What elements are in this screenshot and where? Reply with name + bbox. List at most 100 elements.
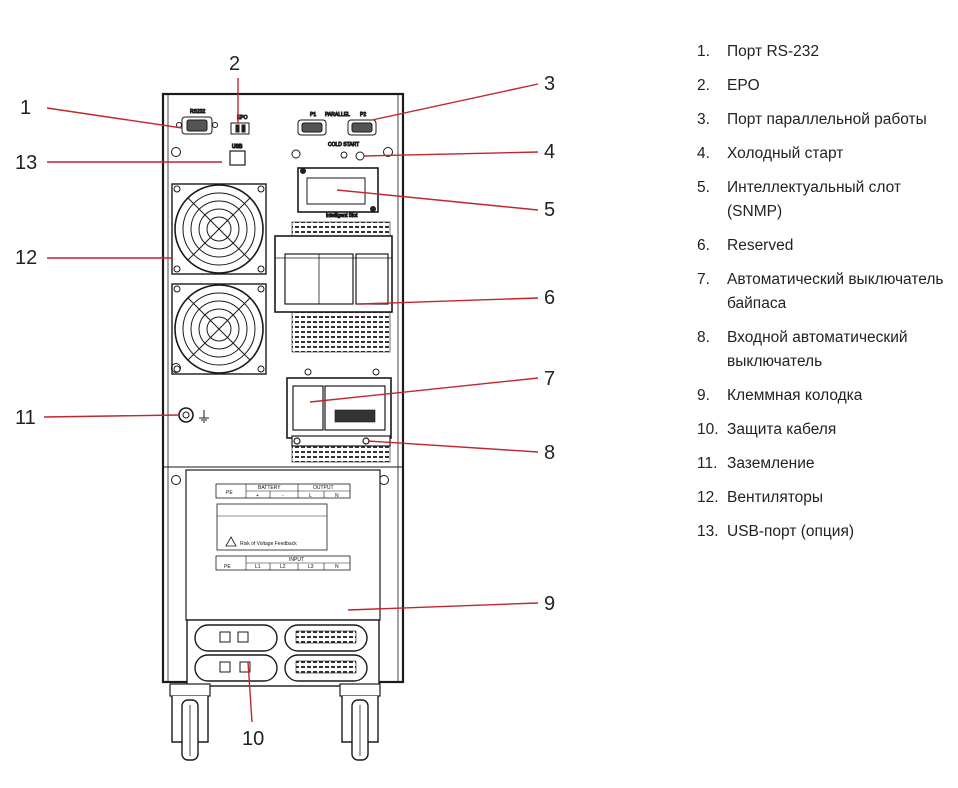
rs232-port: RS232 [176,109,218,135]
ups-rear-panel-diagram: RS232 EPO P1 PARALLEL P2 USB COLD START … [15,53,555,761]
output-label: OUTPUT [313,485,334,491]
battery-plus-label: + [256,493,259,499]
legend-item-5: 5. Интеллектуальный слот (SNMP) [697,176,957,224]
legend-item-number: 7. [697,271,710,288]
terminal-block [185,469,381,621]
callout-numbers: 1 2 3 4 5 6 7 8 9 10 11 12 13 [15,53,555,750]
legend-item-text: Автоматический выключатель байпаса [727,271,944,312]
input-l1-label: L1 [255,564,261,570]
legend-item-number: 5. [697,179,710,196]
parallel-label-2: P2 [360,112,366,118]
reserved-block [274,235,393,313]
legend-item-text: Клеммная колодка [727,387,863,404]
output-l-label: L [309,493,312,499]
callout-8: 8 [544,442,555,464]
cable-protection [186,619,380,687]
intelligent-slot: Intelligent Slot [297,167,379,220]
callout-11: 11 [15,407,36,429]
input-n-label: N [335,564,339,570]
pe-label: PE [226,490,233,496]
legend-item-13: 13. USB-порт (опция) [697,520,957,544]
input-pe-label: PE [224,564,231,570]
legend-item-9: 9. Клеммная колодка [697,384,957,408]
legend-item-text: Заземление [727,455,815,472]
legend-item-text: Входной автоматический выключатель [727,329,908,370]
legend-item-number: 12. [697,489,719,506]
terminal-block-labels: PE BATTERY + - OUTPUT L N Risk of Voltag… [224,485,339,570]
legend-item-number: 6. [697,237,710,254]
cold-start-label: COLD START [328,142,359,148]
legend-item-number: 9. [697,387,710,404]
leader-11 [43,414,180,418]
callout-4: 4 [544,141,555,163]
legend-item-text: Защита кабеля [727,421,837,438]
callout-1: 1 [20,97,31,119]
output-n-label: N [335,493,339,499]
legend-item-number: 11. [697,455,718,472]
fan-lower [171,283,267,375]
warning-text: Risk of Voltage Feedback [240,541,297,547]
legend-item-text: USB-порт (опция) [727,523,854,540]
legend-item-4: 4. Холодный старт [697,142,957,166]
callout-12: 12 [15,247,37,269]
legend-item-3: 3. Порт параллельной работы [697,108,957,132]
legend-item-number: 8. [697,329,710,346]
legend-item-text: Порт RS-232 [727,43,820,60]
legend-item-text: Холодный старт [727,145,844,162]
legend-item-number: 1. [697,43,710,60]
input-breaker-strip [291,435,391,447]
legend-item-1: 1. Порт RS-232 [697,40,957,64]
callout-7: 7 [544,368,555,390]
legend-item-text: Вентиляторы [727,489,824,506]
legend-item-number: 13. [697,523,719,540]
parallel-label-main: PARALLEL [325,112,350,118]
legend-list: 1. Порт RS-232 2.EPO 3. Порт параллельной … [697,40,957,554]
callout-13: 13 [15,152,37,174]
callout-10: 10 [242,728,264,750]
parallel-label-1: P1 [310,112,316,118]
leader-8 [367,440,539,453]
legend-item-7: 7. Автоматический выключатель байпаса [697,268,957,316]
leader-4 [363,151,539,157]
leader-1 [46,107,183,129]
legend-item-6: 6.Reserved [697,234,957,258]
legend-item-number: 2. [697,77,710,94]
callout-6: 6 [544,287,555,309]
legend-item-number: 3. [697,111,710,128]
leader-10 [247,661,253,723]
battery-minus-label: - [282,493,284,499]
leader-lines [43,78,539,723]
cold-start-button: COLD START [328,142,365,161]
legend-item-8: 8. Входной автоматический выключатель [697,326,957,374]
legend-item-2: 2.EPO [697,74,957,98]
legend-item-11: 11. Заземление [697,452,957,476]
grounding-terminal [178,407,209,423]
legend-item-12: 12. Вентиляторы [697,486,957,510]
usb-port: USB [229,143,246,166]
input-l2-label: L2 [280,564,286,570]
rs232-label: RS232 [190,109,206,115]
caster-left [169,683,211,761]
usb-label: USB [232,144,243,150]
legend-item-number: 10. [697,421,719,438]
bypass-breaker [286,368,392,439]
legend-item-number: 4. [697,145,710,162]
epo-connector: EPO [230,115,250,135]
callout-5: 5 [544,199,555,221]
leader-3 [371,83,539,121]
fan-upper [171,183,267,275]
leader-9 [347,602,539,611]
caster-right [339,683,381,761]
legend-item-text: Порт параллельной работы [727,111,927,128]
callout-9: 9 [544,593,555,615]
parallel-ports: P1 PARALLEL P2 [297,112,377,136]
callout-3: 3 [544,73,555,95]
leader-7 [309,377,539,403]
legend-item-text: Интеллектуальный слот (SNMP) [727,179,901,220]
intelligent-slot-label: Intelligent Slot [326,213,358,219]
input-l3-label: L3 [308,564,314,570]
input-label: INPUT [289,557,304,563]
legend-item-10: 10. Защита кабеля [697,418,957,442]
battery-label: BATTERY [258,485,281,491]
epo-label: EPO [237,115,248,121]
